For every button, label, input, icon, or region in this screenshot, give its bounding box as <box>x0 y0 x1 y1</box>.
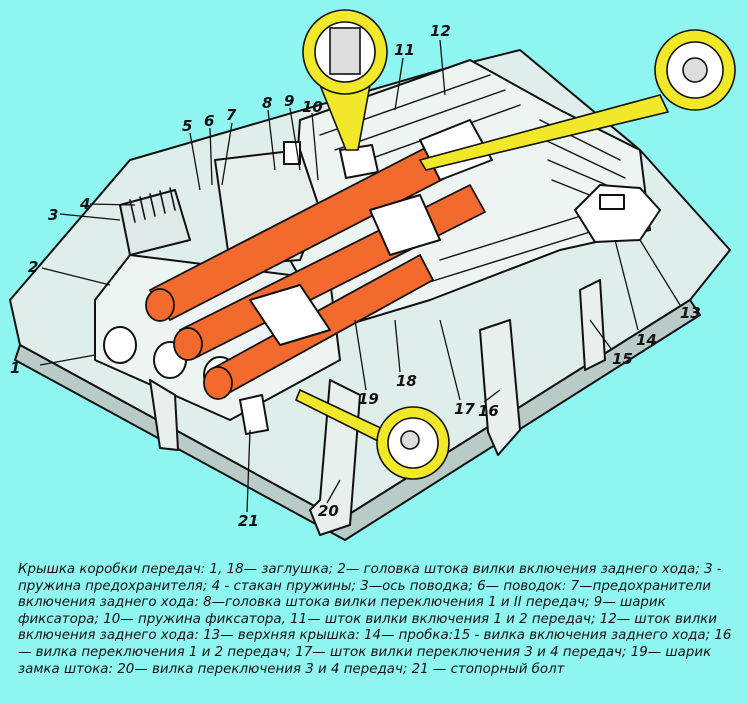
callout-2: 2 <box>28 258 38 276</box>
callout-3: 3 <box>48 206 58 224</box>
fork-left <box>149 379 179 451</box>
callout-13: 13 <box>680 304 701 322</box>
callout-1: 1 <box>10 359 20 377</box>
gearbox-cover-illustration: 1 2 3 4 5 6 7 8 9 10 11 12 13 14 15 16 1… <box>9 9 736 541</box>
callout-20: 20 <box>318 502 339 520</box>
callout-9: 9 <box>284 92 294 110</box>
preload-spring <box>129 187 176 223</box>
callout-18: 18 <box>396 372 417 390</box>
callout-14: 14 <box>636 331 657 349</box>
callout-5: 5 <box>182 117 192 135</box>
callout-6: 6 <box>204 112 214 130</box>
callout-7: 7 <box>226 106 237 124</box>
callout-11: 11 <box>394 41 415 59</box>
detail-band-right <box>418 94 670 171</box>
callout-4: 4 <box>79 195 90 213</box>
callout-19: 19 <box>358 390 379 408</box>
figure-caption: Крышка коробки передач: 1, 18— заглушка;… <box>18 562 732 677</box>
spring-cup <box>119 189 191 256</box>
callout-16: 16 <box>478 402 499 420</box>
fork-15 <box>579 279 606 371</box>
plug-nut <box>574 184 661 243</box>
stop-bolt <box>239 394 269 435</box>
callout-17: 17 <box>454 400 475 418</box>
callout-12: 12 <box>430 22 451 40</box>
top-cap <box>339 144 379 179</box>
fork-16 <box>479 319 521 456</box>
callout-21: 21 <box>238 512 259 530</box>
callout-15: 15 <box>612 350 633 368</box>
callout-8: 8 <box>262 94 272 112</box>
callout-10: 10 <box>302 98 323 116</box>
